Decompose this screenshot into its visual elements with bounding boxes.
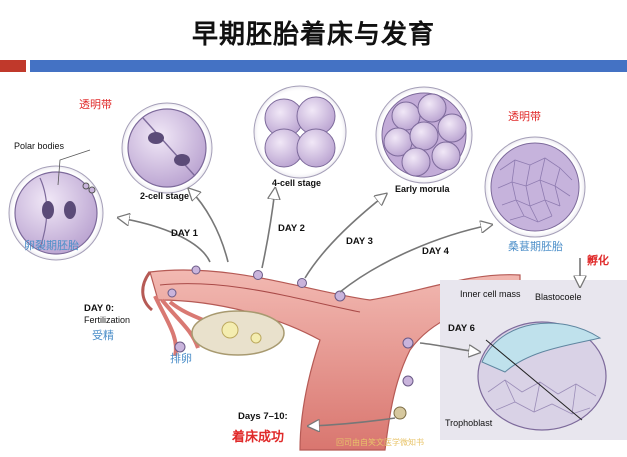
polar-bodies-label: Polar bodies [14, 141, 65, 151]
zona-label-right: 透明带 [508, 111, 541, 123]
blastocyst-embryo [477, 321, 607, 431]
day1-label: DAY 1 [171, 228, 198, 239]
two-cell-label: 2-cell stage [140, 191, 190, 201]
trophoblast-label: Trophoblast [445, 418, 493, 428]
day2-label: DAY 2 [278, 223, 305, 234]
day4-label: DAY 4 [422, 246, 449, 257]
zona-label-top: 透明带 [79, 99, 112, 111]
day0-label: DAY 0: [84, 303, 115, 314]
fertilization-label: Fertilization [84, 315, 131, 325]
title-underline-red [0, 60, 26, 72]
title-underline-blue [30, 60, 627, 72]
blastocoele-label: Blastocoele [535, 292, 582, 302]
hatching-label: 孵化 [587, 255, 609, 267]
implantation-label: 着床成功 [232, 429, 285, 444]
four-cell-label: 4-cell stage [272, 178, 322, 188]
morula-embryo [484, 136, 586, 238]
uterus-illustration [141, 265, 521, 451]
fertilization-cn-label: 受精 [92, 330, 114, 342]
early-morula-label: Early morula [395, 184, 450, 194]
day3-label: DAY 3 [346, 236, 373, 247]
watermark-text: 回司由自笑文医学微知书 [336, 438, 424, 447]
days-7-10-label: Days 7–10: [238, 411, 288, 422]
morula-stage-label: 桑葚期胚胎 [508, 241, 563, 253]
day6-label: DAY 6 [448, 323, 475, 334]
early-morula-embryo [375, 86, 473, 184]
cleavage-stage-label: 卵裂期胚胎 [24, 240, 79, 252]
inner-cell-mass-label: Inner cell mass [460, 289, 521, 299]
two-cell-embryo [121, 102, 213, 194]
zygote-cell [8, 165, 104, 261]
four-cell-embryo [253, 85, 347, 179]
page-title: 早期胚胎着床与发育 [191, 20, 435, 50]
ovulation-label: 排卵 [170, 353, 192, 365]
polar-bodies-pointer [57, 149, 91, 186]
development-arrows [120, 190, 580, 426]
